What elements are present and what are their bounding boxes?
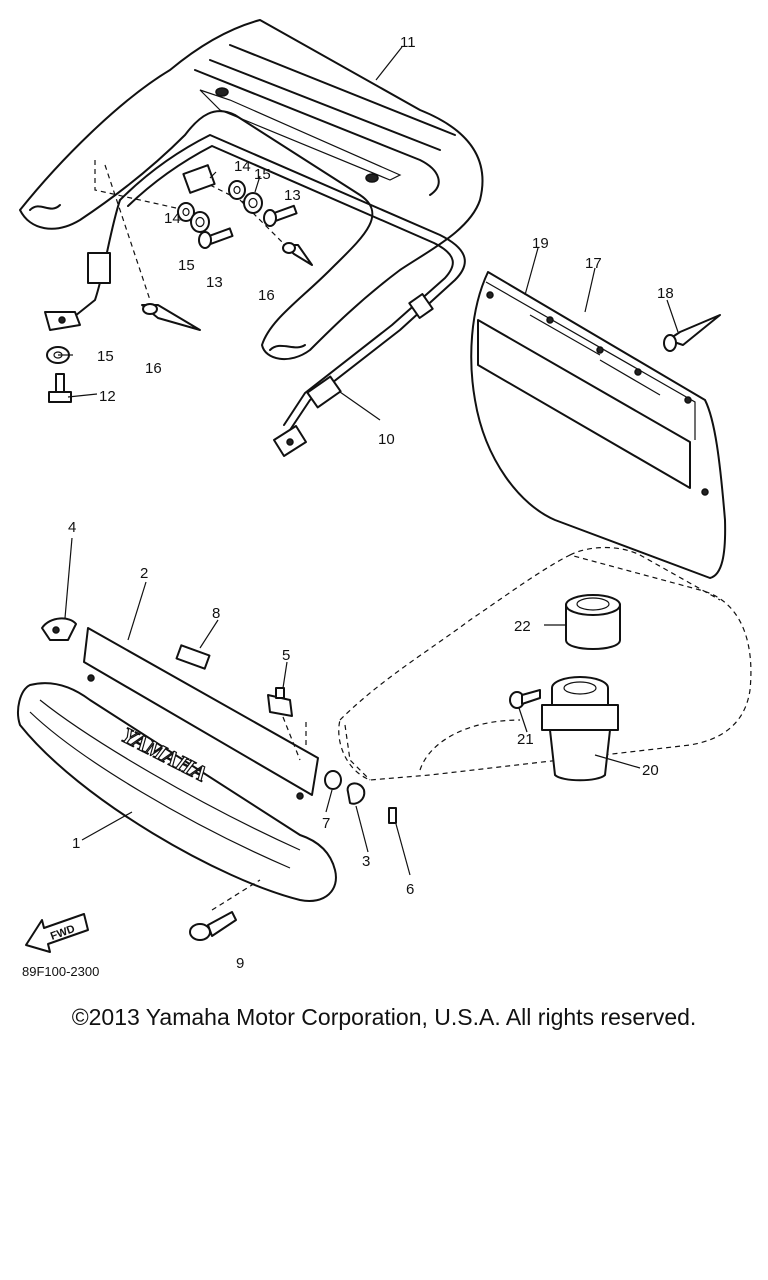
callout-4: 4: [68, 519, 76, 536]
part-22-cap: [565, 594, 621, 650]
callout-6: 6: [406, 881, 414, 898]
callout-17: 17: [585, 255, 602, 272]
part-20-filler-neck: [541, 676, 619, 782]
callout-14b: 14: [164, 210, 181, 227]
part-4-clip: [41, 617, 77, 641]
callout-19: 19: [532, 235, 549, 252]
callout-18: 18: [657, 285, 674, 302]
part-21-screw: [509, 689, 541, 709]
callout-20: 20: [642, 762, 659, 779]
callout-22: 22: [514, 618, 531, 635]
callout-3: 3: [362, 853, 370, 870]
callout-1: 1: [72, 835, 80, 852]
drawing-code: 89F100-2300: [22, 964, 99, 979]
callout-2: 2: [140, 565, 148, 582]
part-3-hook: [346, 782, 366, 805]
callout-8: 8: [212, 605, 220, 622]
part-8-label: [175, 644, 211, 670]
callout-7: 7: [322, 815, 330, 832]
callout-15a: 15: [254, 166, 271, 183]
part-2-bracket: [83, 627, 319, 800]
rear-body-phantom: [338, 546, 752, 781]
part-17-mud-flap: [470, 271, 727, 579]
parts-diagram: YAMAHA FWD: [17, 19, 752, 979]
hardware-upper: [46, 180, 313, 403]
callout-12: 12: [99, 388, 116, 405]
part-6-clip: [388, 807, 397, 824]
callout-13b: 13: [206, 274, 223, 291]
callout-13a: 13: [284, 187, 301, 204]
part-5-clip: [267, 687, 293, 717]
callout-labels: 1 2 3 4 5 6 7 8 9 10 11 12 13 13 14 14 1…: [68, 34, 674, 972]
callout-15c: 15: [97, 348, 114, 365]
callout-16b: 16: [258, 287, 275, 304]
part-11-handle: [19, 19, 484, 361]
copyright-notice: ©2013 Yamaha Motor Corporation, U.S.A. A…: [71, 1004, 697, 1030]
callout-11: 11: [400, 34, 416, 51]
callout-9: 9: [236, 955, 244, 972]
callout-15b: 15: [178, 257, 195, 274]
callout-16a: 16: [145, 360, 162, 377]
callout-14a: 14: [234, 158, 251, 175]
fwd-arrow: FWD: [25, 913, 89, 953]
part-9-screw: [189, 911, 237, 941]
part-18-rivet: [663, 314, 721, 352]
callout-5: 5: [282, 647, 290, 664]
callout-21: 21: [517, 731, 534, 748]
callout-10: 10: [378, 431, 395, 448]
part-10-frame: [44, 134, 466, 457]
part-7-washer: [324, 770, 342, 790]
